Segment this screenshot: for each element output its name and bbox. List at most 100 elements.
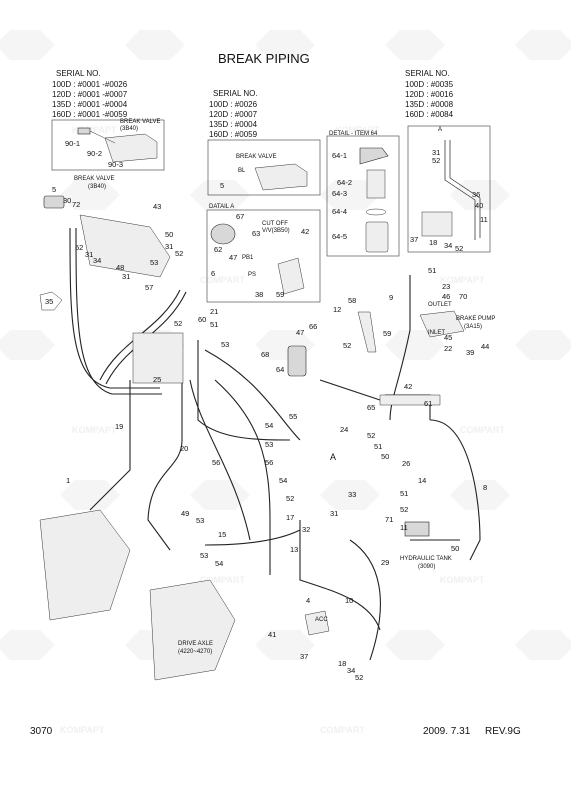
callout: 90-2 [87,149,102,158]
callout: 33 [348,490,356,499]
callout: 64-3 [332,189,347,198]
callout: 52 [355,673,363,682]
callout: 9 [389,293,393,302]
callout: 34 [444,241,452,250]
callout: 23 [442,282,450,291]
watermark-layer: KOMPAPT KOMPAPT COMPART KOMPAPT KOMPAPT … [0,30,571,735]
callout: 65 [367,403,375,412]
component-code: (3A15) [464,324,482,330]
callout: 21 [210,307,218,316]
callout: 13 [290,545,298,554]
callout: 26 [402,459,410,468]
brake-pump-shape [419,310,465,338]
port-label: PB1 [242,255,254,261]
callout: 64-1 [332,151,347,160]
serial-line: 135D : #0004 [209,120,258,129]
callout: 50 [165,230,173,239]
watermark-text: KOMPAPT [335,125,380,135]
component-code: (4220~4270) [178,649,212,655]
callout: 5 [52,185,56,194]
component-code: (3B40) [88,184,106,190]
callout: 11 [400,523,408,532]
detail-title: DATAIL A [209,204,234,210]
tank-fitting-shape [404,521,430,537]
filter-shape [287,345,307,377]
serial-line: 135D : #0008 [405,100,454,109]
valve-body-shape [254,163,308,191]
callout: 52 [432,156,440,165]
watermark-text: COMPART [460,425,505,435]
component-label: HYDRAULIC TANK [400,556,452,562]
callout: 15 [218,530,226,539]
callout: 53 [200,551,208,560]
callout: 53 [196,516,204,525]
detail-item-64: DETAIL - ITEM 64 64-1 64-2 64-3 64-4 64-… [326,131,400,257]
callout: 31 [432,148,440,157]
callout: 48 [116,263,124,272]
callout: 20 [180,444,188,453]
serial-line: 160D : #0001 -#0059 [52,110,128,119]
callout: 35 [45,297,53,306]
inset-letter: A [438,127,442,133]
component-label: BRAKE PUMP [456,316,495,322]
callout: 31 [122,272,130,281]
revision: REV.9G [485,726,521,737]
serial-line: 160D : #0084 [405,110,454,119]
callout: 52 [75,243,83,252]
revision-date: 2009. 7.31 [423,726,471,737]
callout: 51 [210,320,218,329]
break-valve-main: BREAK VALVE (3B40) 5 30 72 43 50 52 31 3… [43,176,183,292]
callout: 42 [301,227,309,236]
inset-label: BREAK VALVE [120,119,160,125]
callout: 1 [66,476,70,485]
callout: 4 [306,596,310,605]
detail-title: DETAIL - ITEM 64 [329,131,378,137]
callout: 14 [418,476,426,485]
fitting-shape [77,127,91,135]
right-inset: A 31 52 36 11 37 18 34 52 40 [407,125,491,253]
callout: 64-5 [332,232,347,241]
callout: 34 [93,256,101,265]
callout: 36 [472,190,480,199]
callout: 44 [481,342,489,351]
inset-label: BREAK VALVE [236,154,276,160]
component-label: DRIVE AXLE [178,641,213,647]
callout: 51 [374,442,382,451]
callout: 8 [483,483,487,492]
callout: 5 [220,181,224,190]
callout: 53 [221,340,229,349]
callout: 52 [286,494,294,503]
callout: 19 [115,422,123,431]
serial-line: 120D : #0016 [405,90,454,99]
callout: 18 [429,238,437,247]
bracket-shape [357,311,377,353]
callout: 51 [428,266,436,275]
watermark-text: KOMPAPT [72,425,117,435]
callout: 12 [333,305,341,314]
break-valve-inset-mid: BREAK VALVE BL 5 [207,139,321,196]
callout: 60 [198,315,206,324]
callout: 18 [338,659,346,668]
callout: 6 [211,269,215,278]
callout: 47 [296,328,304,337]
callout: 59 [276,290,284,299]
callout: 24 [340,425,348,434]
callout: 52 [367,431,375,440]
callout: 56 [265,458,273,467]
serial-heading: SERIAL NO. [405,69,450,78]
callout: 57 [145,283,153,292]
watermark-text: COMPART [320,725,365,735]
callout: 54 [265,421,273,430]
watermark-text: COMPART [200,575,245,585]
bracket-shape [304,610,330,636]
serial-heading: SERIAL NO. [213,89,258,98]
callout: 53 [150,258,158,267]
callout: 22 [444,344,452,353]
watermark-text: KOMPAPT [72,125,117,135]
watermark-text: KOMPAPT [440,275,485,285]
watermark-text: KOMPAPT [440,575,485,585]
serial-line: 120D : #0007 [209,110,258,119]
callout: 31 [165,242,173,251]
callout: 50 [451,544,459,553]
cut-off-label: V/V(3B50) [262,228,290,234]
